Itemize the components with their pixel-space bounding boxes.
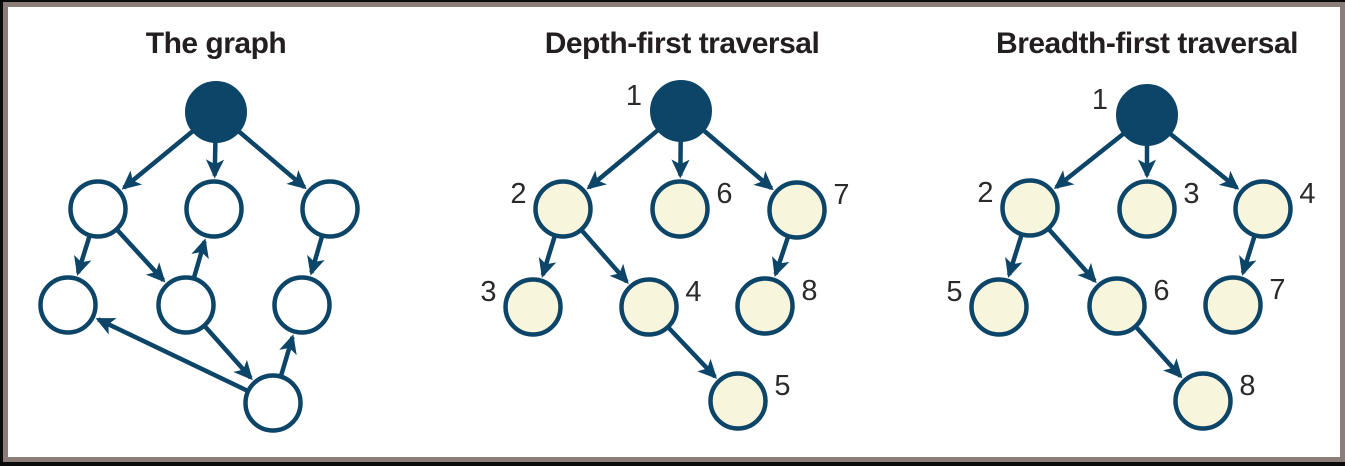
node-order-label: 7 [1269,274,1285,306]
node-order-label: 5 [774,370,790,402]
graph-node-5 [969,277,1029,337]
graph-node [243,373,303,433]
graph-node-8 [735,276,795,336]
edge-arrow-H-to-G [278,334,297,378]
edge-arrow-H-to-E [95,317,250,394]
edge-arrow-2-to-5 [1005,233,1024,278]
graph-node-2 [1000,178,1060,238]
panel-2-graph: 1 2 6 7 3 4 8 5 [480,80,850,431]
graph-node-root [650,80,712,142]
graph-node-6 [1087,276,1147,336]
edge-arrow-1-to-4 [1168,132,1240,190]
node-order-label: 5 [946,276,962,308]
graph-node-4 [619,277,679,337]
graph-node-7 [767,180,827,240]
panel-title-depth-first: Depth-first traversal [544,27,820,60]
node-order-label: 6 [716,178,732,210]
graph-node-root [185,81,247,143]
graph-node [184,179,244,239]
edge-arrow-6-to-8 [1133,324,1183,379]
graph-node-5 [708,371,768,431]
edge-arrow-A-to-C [205,141,225,179]
edge-arrow-B-to-F [114,227,166,283]
edge-arrow-2-to-3 [538,234,558,278]
panel-title-the-graph: The graph [145,27,287,60]
node-order-label: 2 [977,177,993,209]
panel-title-breadth-first: Breadth-first traversal [996,27,1298,60]
edge-arrow-1-to-7 [702,128,774,191]
edge-arrow-4-to-7 [1239,234,1257,276]
graph-node [38,275,98,335]
node-order-label: 2 [510,178,526,210]
graph-node-2 [533,179,593,239]
edge-arrow-F-to-H [202,324,253,381]
node-order-label: 1 [626,80,642,112]
graph-node-4 [1233,179,1293,239]
edge-arrow-B-to-E [74,234,92,276]
edge-arrow-1-to-2 [586,128,660,190]
edge-arrow-D-to-G [307,234,325,276]
node-order-label: 3 [480,276,496,308]
edge-arrow-4-to-5 [666,325,718,379]
graph-node [300,179,360,239]
edge-arrow-1-to-2 [1053,131,1125,190]
node-order-label: 4 [685,276,701,308]
edge-arrow-2-to-4 [579,228,629,285]
graph-node [156,275,216,335]
graph-node [68,179,128,239]
node-order-label: 7 [833,179,849,211]
edge-arrow-7-to-8 [772,235,791,278]
graph-node-root [1116,84,1178,146]
graph-node [272,275,332,335]
panel-1-graph [38,81,360,433]
edge-arrow-2-to-6 [1046,227,1097,284]
graph-node-3 [503,277,563,337]
graph-node-6 [650,179,710,239]
node-order-label: 8 [1239,370,1255,402]
node-order-label: 8 [801,275,817,307]
graph-node-7 [1203,275,1263,335]
graph-node-8 [1173,371,1233,431]
node-order-label: 4 [1299,178,1315,210]
panel-3-graph: 1 2 3 4 5 6 7 8 [946,84,1316,431]
node-order-label: 3 [1183,178,1199,210]
node-order-label: 1 [1092,84,1108,116]
node-order-label: 6 [1153,275,1169,307]
edge-arrow-A-to-D [237,129,307,190]
edge-arrow-A-to-B [121,129,195,190]
edge-arrow-F-to-C [191,238,209,280]
graph-node-3 [1117,179,1177,239]
